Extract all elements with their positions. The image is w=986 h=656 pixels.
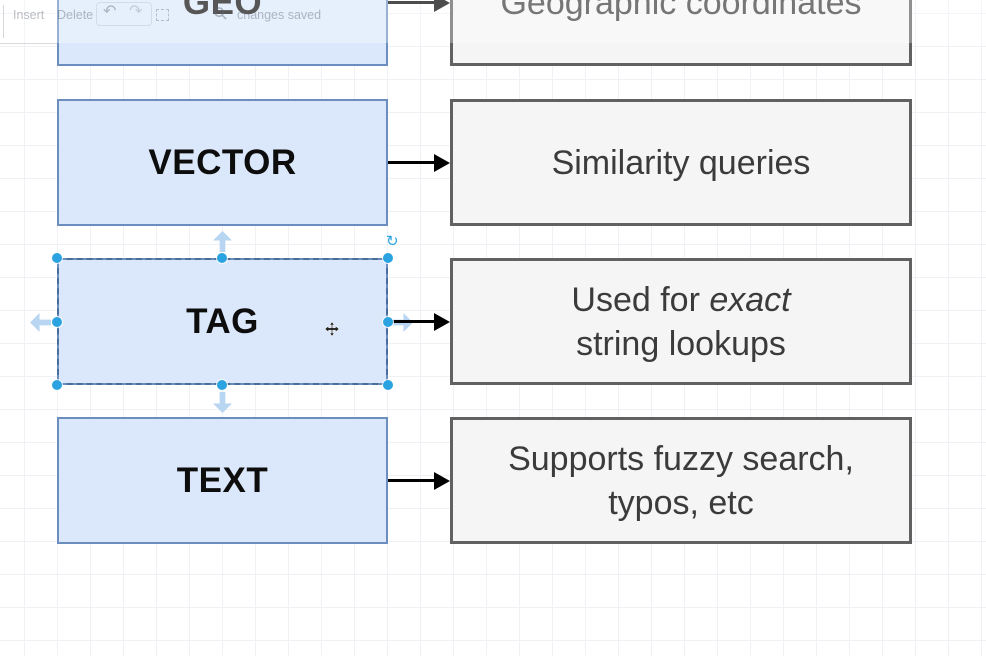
shape-vector-description-text: Similarity queries <box>551 143 811 182</box>
connector-geo-stem <box>388 1 437 4</box>
connector-vector[interactable] <box>388 153 450 172</box>
shape-text[interactable]: TEXT <box>57 417 388 544</box>
resize-handle-w[interactable] <box>52 316 62 327</box>
connector-geo[interactable] <box>388 0 450 12</box>
resize-handle-se[interactable] <box>383 380 393 390</box>
move-cursor-icon <box>324 321 340 341</box>
insert-button[interactable]: Insert <box>13 8 45 22</box>
shape-tag[interactable]: TAG <box>57 258 388 385</box>
resize-handle-ne[interactable] <box>383 253 393 263</box>
shape-tag-label: TAG <box>186 301 259 341</box>
shape-geo[interactable]: GEO <box>57 0 388 66</box>
direction-arrow-up-icon[interactable] <box>213 231 232 252</box>
save-status-text: changes saved <box>237 8 322 22</box>
shape-text-description-text: Supports fuzzy search,typos, etc <box>508 439 854 522</box>
connector-vector-stem <box>388 161 437 164</box>
delete-button[interactable]: Delete <box>57 8 94 22</box>
rotate-handle-icon[interactable]: ↻ <box>386 233 399 250</box>
resize-handle-nw[interactable] <box>52 253 62 263</box>
undo-icon[interactable]: ↶ <box>103 3 117 20</box>
connector-geo-arrowhead <box>434 0 450 12</box>
connector-tag[interactable] <box>388 312 450 331</box>
connector-text-stem <box>388 479 437 482</box>
resize-handle-e[interactable] <box>383 316 393 327</box>
direction-arrow-left-icon[interactable] <box>30 313 51 332</box>
editor-toolbar: Insert Delete ↶ ↷ changes saved <box>0 0 986 43</box>
connector-tag-stem <box>388 320 437 323</box>
shape-text-description[interactable]: Supports fuzzy search,typos, etc <box>450 417 912 544</box>
resize-handle-n[interactable] <box>217 253 227 263</box>
shape-text-label: TEXT <box>176 460 269 500</box>
shape-vector[interactable]: VECTOR <box>57 99 388 226</box>
shape-vector-label: VECTOR <box>148 142 297 182</box>
direction-arrow-down-icon[interactable] <box>213 392 232 413</box>
connector-vector-arrowhead <box>434 153 450 172</box>
redo-icon[interactable]: ↷ <box>129 3 143 20</box>
connector-text[interactable] <box>388 471 450 490</box>
connector-tag-arrowhead <box>434 312 450 331</box>
shape-geo-description-text: Geographic coordinates <box>500 0 862 22</box>
select-region-icon[interactable] <box>156 9 169 21</box>
resize-handle-sw[interactable] <box>52 380 62 390</box>
shape-geo-label: GEO <box>182 0 263 22</box>
resize-handle-s[interactable] <box>217 380 227 390</box>
connector-text-arrowhead <box>434 471 450 490</box>
zoom-icon[interactable] <box>213 6 228 26</box>
undo-redo-group <box>96 2 152 26</box>
shape-vector-description[interactable]: Similarity queries <box>450 99 912 226</box>
toolbar-divider <box>3 5 4 38</box>
toolbar-bottom-border <box>0 43 57 44</box>
shape-geo-description[interactable]: Geographic coordinates <box>450 0 912 66</box>
